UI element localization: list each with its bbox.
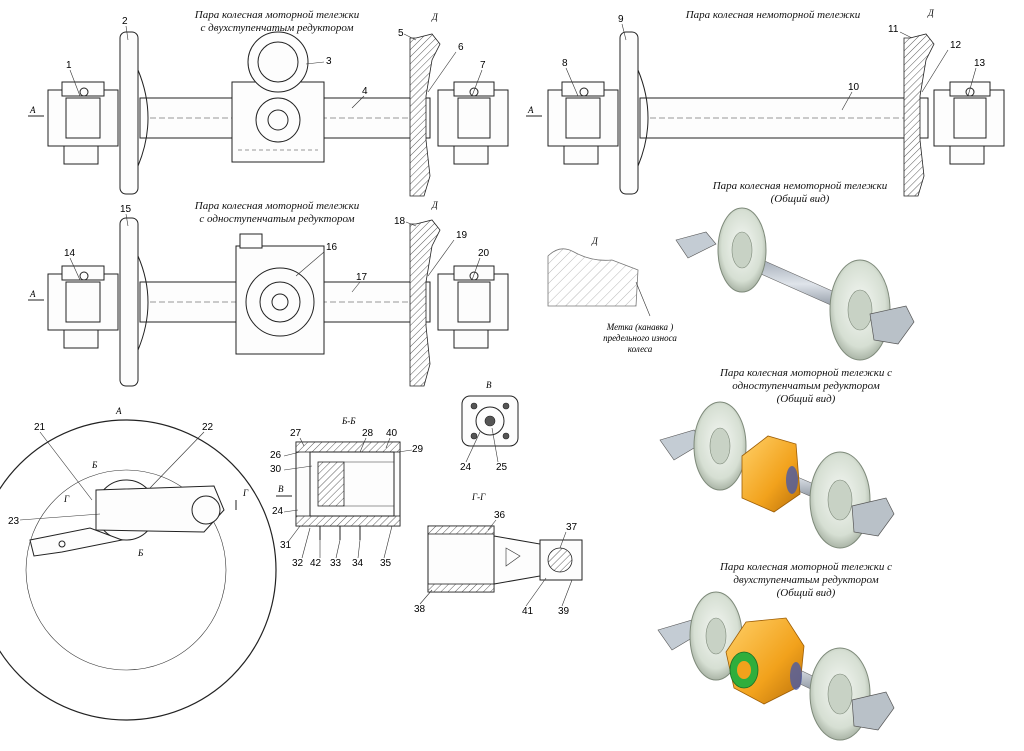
callout-16: 16 — [326, 242, 338, 253]
callout-34: 34 — [352, 558, 364, 569]
view-label-v: В — [486, 380, 492, 390]
callout-20: 20 — [478, 248, 490, 259]
caption-line: с одноступенчатым редуктором — [199, 213, 354, 225]
caption-line: одноступенчатым редуктором — [732, 380, 880, 392]
callout-24: 24 — [460, 462, 472, 473]
callout-1: 1 — [66, 60, 72, 71]
caption-line: Пара колесная моторной тележки — [194, 200, 360, 212]
view-label-a: А — [29, 105, 36, 115]
two-stage-render: Пара колесная моторной тележки с двухсту… — [657, 561, 895, 741]
caption-line: Пара колесная моторной тележки с — [719, 367, 892, 379]
section-mark-g: Г — [242, 488, 249, 498]
callout-37: 37 — [566, 522, 578, 533]
callout-12: 12 — [950, 40, 962, 51]
callout-10: 10 — [848, 82, 860, 93]
caption-line: Пара колесная немоторной тележки — [712, 180, 888, 192]
callout-35: 35 — [380, 558, 392, 569]
callout-22: 22 — [202, 422, 214, 433]
section-title: Б-Б — [341, 416, 356, 426]
callout-15: 15 — [120, 204, 132, 215]
caption-line: Пара колесная моторной тележки с — [719, 561, 892, 573]
callout-28: 28 — [362, 428, 374, 439]
callout-29: 29 — [412, 444, 424, 455]
callout-38: 38 — [414, 604, 426, 615]
detail-d-wear-mark: Д Метка (канавка ) предельного износа ко… — [547, 236, 677, 354]
callout-25: 25 — [496, 462, 508, 473]
non-motor-wheelset-drawing: Пара колесная немоторной тележки А Д 8 9… — [526, 8, 1005, 197]
callout-33: 33 — [330, 558, 342, 569]
view-v-detail: В 24 25 — [460, 380, 519, 473]
section-g-g: Г-Г 36 37 38 41 39 — [414, 492, 583, 617]
section-title: Г-Г — [471, 492, 486, 502]
wear-mark-caption: колеса — [628, 344, 653, 354]
caption-line: Пара колесная моторной тележки — [194, 9, 360, 21]
callout-5: 5 — [398, 28, 404, 39]
callout-18: 18 — [394, 216, 406, 227]
view-label-d: Д — [431, 200, 439, 210]
view-label-a: А — [115, 406, 122, 416]
callout-23: 23 — [8, 516, 20, 527]
caption-line: с двухступенчатым редуктором — [201, 22, 354, 34]
callout-4: 4 — [362, 86, 368, 97]
callout-31: 31 — [280, 540, 292, 551]
callout-21: 21 — [34, 422, 46, 433]
callout-19: 19 — [456, 230, 468, 241]
view-label-d: Д — [591, 236, 599, 246]
callout-41: 41 — [522, 606, 534, 617]
motor-two-stage-wheelset-drawing: Пара колесная моторной тележки с двухсту… — [28, 9, 509, 197]
callout-2: 2 — [122, 16, 128, 27]
view-label-d: Д — [927, 8, 935, 18]
callout-9: 9 — [618, 14, 624, 25]
callout-26: 26 — [270, 450, 282, 461]
wear-mark-caption: предельного износа — [603, 333, 677, 343]
view-label-a: А — [527, 105, 534, 115]
section-mark-b: Б — [91, 460, 98, 470]
callout-42: 42 — [310, 558, 322, 569]
callout-39: 39 — [558, 606, 570, 617]
callout-8: 8 — [562, 58, 568, 69]
callout-14: 14 — [64, 248, 76, 259]
caption-line: (Общий вид) — [771, 193, 830, 205]
section-mark-b: Б — [137, 548, 144, 558]
callout-3: 3 — [326, 56, 332, 67]
view-label-a: А — [29, 289, 36, 299]
wear-mark-caption: Метка (канавка ) — [606, 322, 674, 332]
callout-6: 6 — [458, 42, 464, 53]
caption-line: (Общий вид) — [777, 393, 836, 405]
callout-7: 7 — [480, 60, 486, 71]
callout-17: 17 — [356, 272, 368, 283]
caption-line: двухступенчатым редуктором — [733, 574, 878, 586]
callout-40: 40 — [386, 428, 398, 439]
callout-11: 11 — [888, 24, 899, 35]
callout-13: 13 — [974, 58, 986, 69]
section-b-b: Б-Б В 27 26 30 24 28 40 29 31 32 42 33 — [270, 416, 424, 569]
view-a-axle-box: А Б Б Г Г 21 22 23 — [0, 406, 277, 721]
section-mark-g: Г — [63, 494, 70, 504]
callout-27: 27 — [290, 428, 302, 439]
caption-line: (Общий вид) — [777, 587, 836, 599]
callout-24: 24 — [272, 506, 284, 517]
callout-36: 36 — [494, 510, 506, 521]
callout-32: 32 — [292, 558, 304, 569]
view-label-d: Д — [431, 12, 439, 22]
caption-line: Пара колесная немоторной тележки — [685, 9, 861, 21]
non-motor-render: Пара колесная немоторной тележки (Общий … — [675, 180, 915, 361]
motor-one-stage-wheelset-drawing: Пара колесная моторной тележки с односту… — [28, 200, 509, 387]
view-label-v: В — [278, 484, 284, 494]
one-stage-render: Пара колесная моторной тележки с односту… — [659, 367, 895, 549]
callout-30: 30 — [270, 464, 282, 475]
